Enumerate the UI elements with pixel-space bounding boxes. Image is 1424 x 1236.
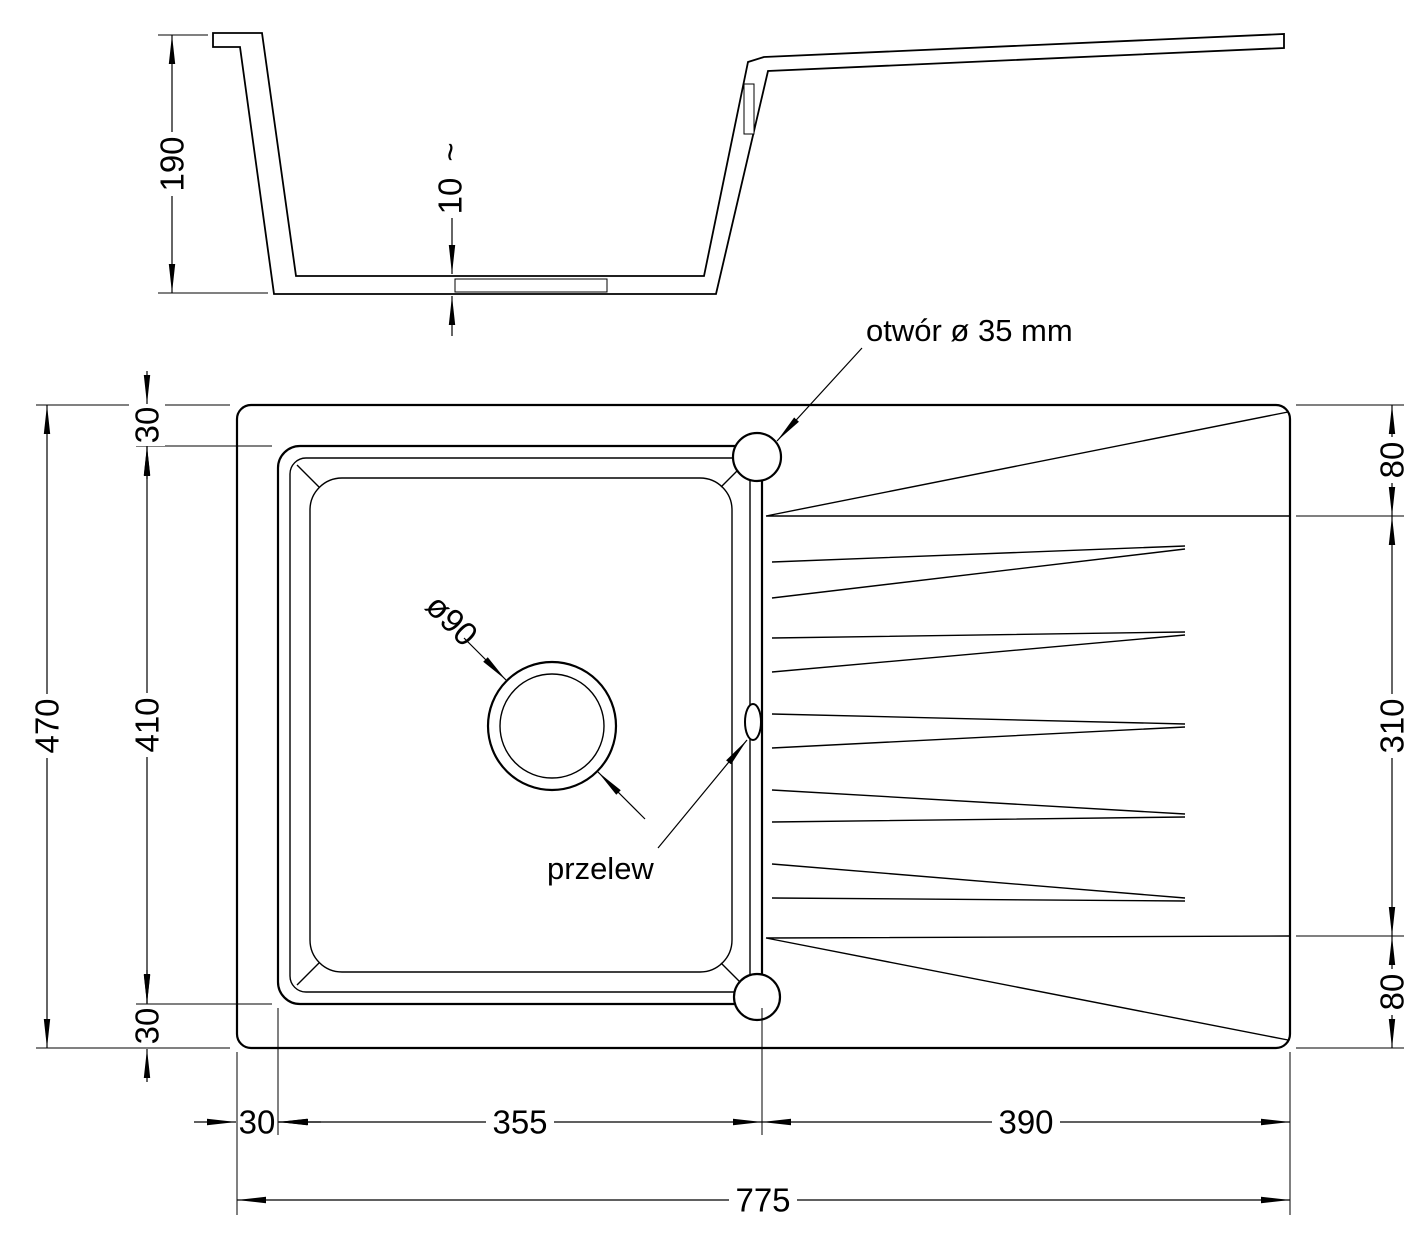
tap-hole-callout: otwór ø 35 mm <box>776 313 1073 442</box>
dim-right-middle-label: 310 <box>1374 698 1411 753</box>
overflow-label: przelew <box>547 851 654 886</box>
dim-left-offset-label: 30 <box>239 1104 276 1141</box>
dim-drainer-width-label: 390 <box>998 1104 1053 1141</box>
dim-total-width-label: 775 <box>735 1182 790 1219</box>
dim-bottom-thickness: ~ 10 <box>432 142 469 336</box>
dim-bowl-length-label: 410 <box>129 697 166 752</box>
dim-right-top-label: 80 <box>1374 442 1411 479</box>
dim-right-bottom-label: 80 <box>1374 974 1411 1011</box>
section-bottom-recess <box>454 278 608 293</box>
plan-view: ø90 przelew otwór ø 35 mm 470 <box>29 313 1411 1219</box>
sink-outline <box>235 403 1292 1050</box>
tap-hole <box>731 431 783 483</box>
dim-right-column: 80 310 80 <box>1296 404 1411 1049</box>
dim-bowl-width-label: 355 <box>492 1104 547 1141</box>
overflow-hole <box>744 703 762 741</box>
cross-section-view: 190 ~ 10 <box>154 32 1285 336</box>
bowl <box>276 444 764 1006</box>
bowl-corner-chamfers <box>296 464 744 986</box>
dim-total-height: 470 <box>29 404 230 1049</box>
drain <box>486 660 618 792</box>
dim-bowl-length: 410 <box>129 445 272 1005</box>
dim-bottom-thickness-label: 10 <box>432 178 469 215</box>
section-profile <box>212 32 1285 295</box>
bottom-hole <box>732 972 782 1022</box>
section-overflow-slot <box>743 83 755 135</box>
drainboard-grooves <box>765 411 1291 1041</box>
dim-bottom-rows: 30 355 390 775 <box>194 1008 1291 1219</box>
dim-bottom-margin: 30 <box>129 970 166 1082</box>
dim-top-margin-label: 30 <box>129 407 166 444</box>
dim-depth: 190 <box>154 34 268 294</box>
dim-depth-label: 190 <box>154 136 191 191</box>
dim-bottom-margin-label: 30 <box>129 1008 166 1045</box>
tap-hole-label: otwór ø 35 mm <box>866 313 1073 348</box>
dim-total-height-label: 470 <box>29 698 66 753</box>
overflow-callout: przelew <box>547 739 748 886</box>
drain-diameter-label: ø90 <box>419 587 485 653</box>
approx-sign: ~ <box>432 142 469 161</box>
dim-top-margin: 30 <box>129 371 166 479</box>
